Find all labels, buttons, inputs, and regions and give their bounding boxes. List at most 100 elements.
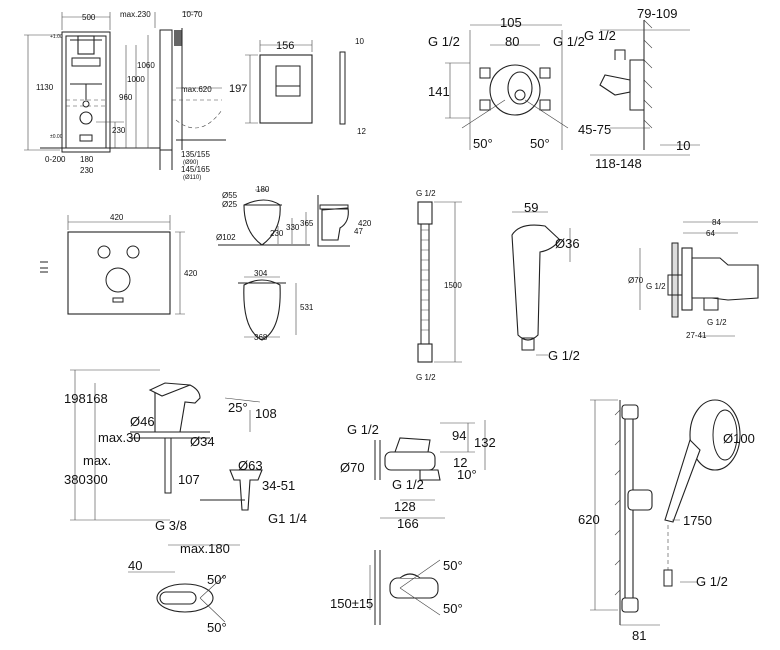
frame-height-label: 1130: [36, 83, 54, 92]
shower-81-label: 81: [632, 628, 646, 643]
spray-d36-label: Ø36: [555, 236, 580, 251]
wc-d25-label: Ø25: [222, 200, 238, 209]
basin-mixer-drawing: 198 168 25° 108 Ø46 Ø34 max.30 max. 380 …: [64, 369, 307, 635]
bath-outlet-label: G 1/2: [392, 477, 424, 492]
frame-1000-label: 1000: [127, 75, 145, 84]
hose-bottom-label: G 1/2: [416, 373, 436, 382]
elbow-inlet-label: G 1/2: [646, 282, 666, 291]
frame-wall-label: 10-70: [182, 10, 203, 19]
frame-1060-label: 1060: [137, 61, 155, 70]
mixer-depth-label: 45-75: [578, 122, 611, 137]
wc-47-label: 47: [354, 227, 363, 236]
mixer-inlet-right-label: G 1/2: [553, 34, 585, 49]
shower-d100-label: Ø100: [723, 431, 755, 446]
wc-420-label: 420: [358, 219, 372, 228]
basin-d46-label: Ø46: [130, 414, 155, 429]
basin-angle-a1-label: 50°: [207, 572, 227, 587]
basin-108-label: 108: [255, 406, 277, 421]
wc-365-label: 365: [300, 219, 314, 228]
basin-angle-a2-label: 50°: [207, 620, 227, 635]
bath-12-label: 12: [453, 455, 467, 470]
bath-166-label: 166: [397, 516, 419, 531]
frame-d110-label: (Ø110): [183, 175, 201, 181]
bath-94-label: 94: [452, 428, 466, 443]
wc-d55-label: Ø55: [222, 191, 238, 200]
hygienic-spray-drawing: 59 Ø36 G 1/2: [511, 200, 580, 363]
mixer-side-10-label: 10: [676, 138, 690, 153]
basin-g38-label: G 3/8: [155, 518, 187, 533]
frame-max-depth-label: max.230: [120, 10, 151, 19]
elbow-64-label: 64: [706, 229, 715, 238]
wc-230-label: 230: [270, 229, 284, 238]
frame-230b-label: 230: [80, 166, 94, 175]
elbow-outlet-label: G 1/2: [707, 318, 727, 327]
shower-620-label: 620: [578, 512, 600, 527]
frame-level-top: +1.00: [50, 34, 63, 40]
elbow-depth-label: 27-41: [686, 331, 707, 340]
frame-width-label: 500: [82, 13, 96, 22]
wc-368-label: 368: [254, 333, 268, 342]
basin-107-label: 107: [178, 472, 200, 487]
installation-frame-drawing: 500 max.230 10-70 1130 1060 1000 960 max…: [24, 10, 226, 181]
basin-198-label: 198: [64, 391, 86, 406]
basin-max30-label: max.30: [98, 430, 141, 445]
basin-380-label: 380: [64, 472, 86, 487]
bath-angle-a1-label: 50°: [443, 558, 463, 573]
basin-angle-label: 25°: [228, 400, 248, 415]
basin-d34-label: Ø34: [190, 434, 215, 449]
mixer-inlet-left-label: G 1/2: [428, 34, 460, 49]
bath-d70-label: Ø70: [340, 460, 365, 475]
mixer-angle-left-label: 50°: [473, 136, 493, 151]
bath-inlet-label: G 1/2: [347, 422, 379, 437]
plate-width-label: 156: [276, 40, 294, 52]
wc-drawing: Ø55 Ø25 180 Ø102 230 330 365 420 47 304 …: [216, 185, 372, 342]
frame-level-zero: ±0.00: [50, 134, 63, 140]
wc-531-label: 531: [300, 303, 314, 312]
elbow-84-label: 84: [712, 218, 721, 227]
wc-330-label: 330: [286, 223, 300, 232]
basin-300-label: 300: [86, 472, 108, 487]
wc-d102-label: Ø102: [216, 233, 236, 242]
mixer-side-total-label: 118-148: [595, 156, 642, 171]
mixer-80-label: 80: [505, 34, 519, 49]
wc-180-label: 180: [256, 185, 270, 194]
spray-59-label: 59: [524, 200, 538, 215]
shower-set-drawing: Ø100 620 1750 G 1/2 81: [578, 399, 755, 643]
wall-elbow-drawing: 84 64 Ø70 G 1/2 G 1/2 27-41: [628, 218, 759, 340]
mixer-angle-right-label: 50°: [530, 136, 550, 151]
frame-230-label: 230: [112, 126, 126, 135]
frame-d90-label: (Ø90): [183, 160, 198, 166]
shower-inlet-label: G 1/2: [696, 574, 728, 589]
basin-max-label: max.: [83, 453, 111, 468]
plate-depth-bottom-label: 12: [357, 127, 366, 136]
basin-168-label: 168: [86, 391, 108, 406]
spray-inlet-label: G 1/2: [548, 348, 580, 363]
frame-960-label: 960: [119, 93, 133, 102]
shower-hose-drawing: G 1/2 1500 G 1/2: [416, 189, 462, 382]
flush-plate-drawing: 156 197 10 12: [229, 37, 366, 136]
shower-hose-label: 1750: [683, 513, 712, 528]
bath-angle10-label: 10°: [457, 467, 477, 482]
bath-spacing-label: 150±15: [330, 596, 373, 611]
plate-depth-top-label: 10: [355, 37, 364, 46]
bath-132-label: 132: [474, 435, 496, 450]
frame-180-label: 180: [80, 155, 94, 164]
elbow-d70-label: Ø70: [628, 276, 644, 285]
mixer-141-label: 141: [428, 84, 450, 99]
hose-top-label: G 1/2: [416, 189, 436, 198]
basin-d63-label: Ø63: [238, 458, 263, 473]
mat-width-label: 420: [110, 213, 124, 222]
frame-max620-label: max.620: [181, 85, 212, 94]
sound-mat-drawing: 420 420: [40, 213, 198, 315]
wc-304-label: 304: [254, 269, 268, 278]
concealed-mixer-drawing: 105 G 1/2 80 G 1/2 141 50° 50° 45-75 79-…: [428, 6, 700, 171]
frame-pipe90-label: 135/155: [181, 150, 210, 159]
plate-height-label: 197: [229, 83, 247, 95]
frame-floor-label: 0-200: [45, 155, 66, 164]
mat-height-label: 420: [184, 269, 198, 278]
mixer-105-label: 105: [500, 15, 522, 30]
hose-length-label: 1500: [444, 281, 462, 290]
basin-40-label: 40: [128, 558, 142, 573]
bath-mixer-drawing: G 1/2 94 132 Ø70 12 10° G 1/2 128 166 50…: [330, 420, 496, 625]
